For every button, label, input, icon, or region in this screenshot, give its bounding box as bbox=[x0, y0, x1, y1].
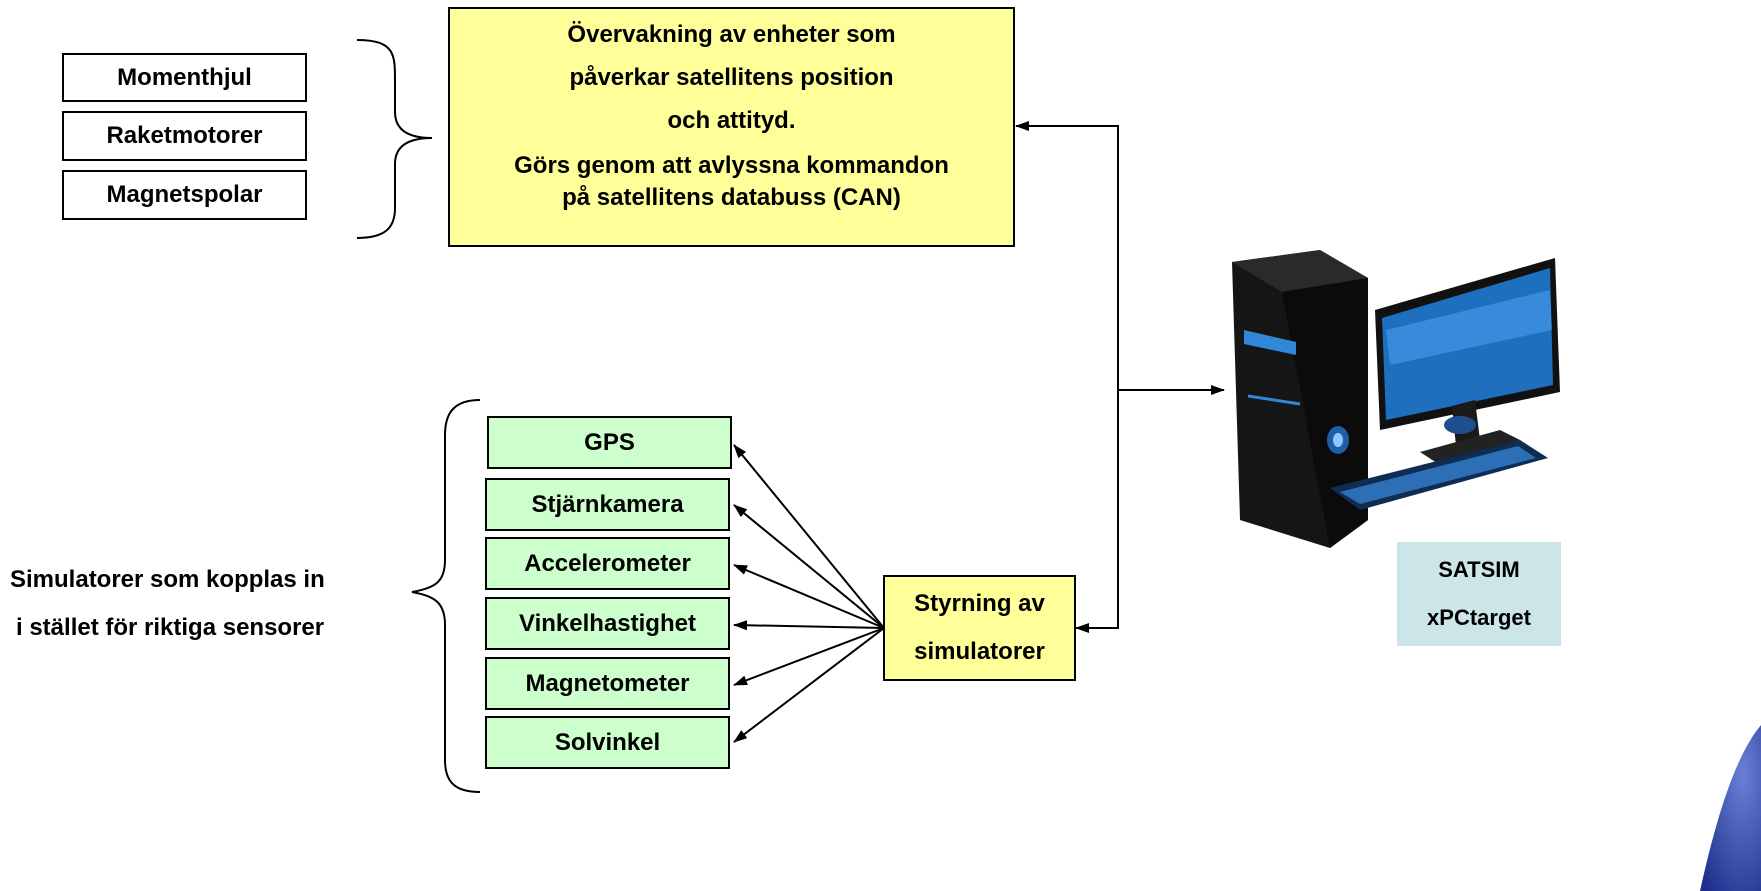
sensor-box-accelerometer: Accelerometer bbox=[485, 537, 730, 590]
monitoring-line-5: på satellitens databuss (CAN) bbox=[562, 184, 901, 211]
actuator-box-magnetspolar: Magnetspolar bbox=[62, 170, 307, 220]
arrow-magnetometer bbox=[733, 627, 885, 686]
arrow-vinkelhastighet bbox=[733, 620, 885, 631]
control-line-1: Styrning av bbox=[914, 590, 1045, 617]
control-line-2: simulatorer bbox=[914, 638, 1045, 665]
sensor-box-vinkelhastighet: Vinkelhastighet bbox=[485, 597, 730, 650]
fanout-arrows bbox=[733, 444, 885, 743]
monitoring-line-4: Görs genom att avlyssna kommandon bbox=[514, 152, 949, 179]
arrow-stjarnkamera bbox=[733, 504, 885, 629]
arrow-to-control bbox=[1075, 390, 1119, 633]
arrow-solvinkel bbox=[733, 627, 885, 743]
monitoring-line-1: Övervakning av enheter som bbox=[567, 21, 896, 48]
monitoring-line-2: påverkar satellitens position bbox=[569, 64, 894, 91]
simulator-note-line-2: i stället för riktiga sensorer bbox=[16, 614, 325, 641]
corner-logo-swoosh bbox=[1700, 725, 1761, 891]
computer-label: SATSIM xPCtarget bbox=[1397, 542, 1561, 646]
arrow-accelerometer bbox=[733, 564, 885, 629]
actuator-brace bbox=[356, 39, 433, 239]
arrow-gps bbox=[733, 444, 885, 629]
sensor-box-gps: GPS bbox=[487, 416, 732, 469]
arrow-to-monitoring bbox=[1015, 121, 1119, 390]
control-box: Styrning av simulatorer bbox=[883, 575, 1076, 681]
actuator-box-raketmotorer: Raketmotorer bbox=[62, 111, 307, 161]
sensor-box-stjarnkamera: Stjärnkamera bbox=[485, 478, 730, 531]
desktop-computer-icon bbox=[1232, 250, 1560, 548]
monitoring-line-3: och attityd. bbox=[667, 107, 796, 134]
simulator-note-line-1: Simulatorer som kopplas in bbox=[10, 566, 325, 593]
sensor-brace bbox=[411, 399, 481, 793]
sensor-box-solvinkel: Solvinkel bbox=[485, 716, 730, 769]
computer-label-line-2: xPCtarget bbox=[1427, 605, 1531, 630]
computer-label-line-1: SATSIM bbox=[1438, 557, 1520, 582]
sensor-box-magnetometer: Magnetometer bbox=[485, 657, 730, 710]
actuator-box-momenthjul: Momenthjul bbox=[62, 53, 307, 102]
monitoring-box: Övervakning av enheter som påverkar sate… bbox=[448, 7, 1015, 247]
